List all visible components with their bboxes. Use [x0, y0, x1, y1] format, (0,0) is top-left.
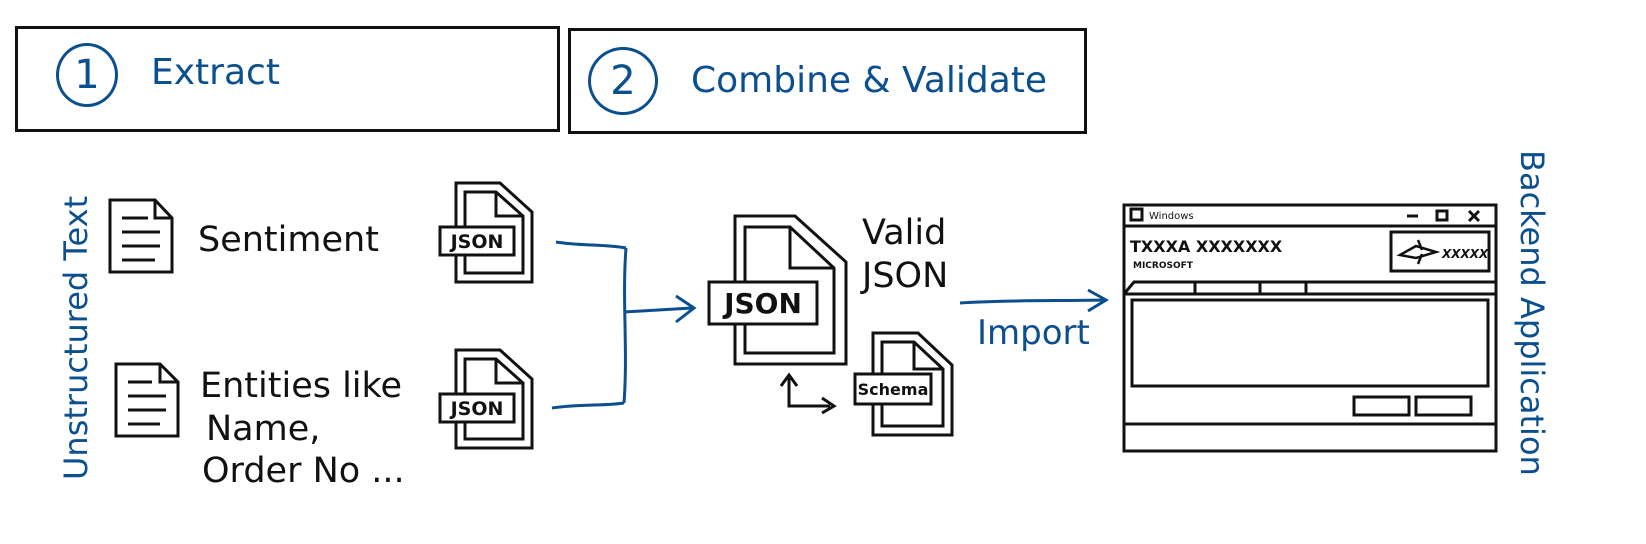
app-window-title: Windows [1149, 211, 1194, 222]
document-icon [114, 362, 180, 438]
app-window-line1: TXXXA XXXXXXX [1130, 237, 1283, 256]
json-file-icon [438, 181, 534, 284]
step-1-number: 1 [56, 43, 118, 107]
json-badge-2: JSON [449, 398, 504, 420]
step-1-number-text: 1 [74, 52, 100, 98]
json-file-icon [438, 348, 534, 450]
step-2-number-text: 2 [610, 58, 636, 104]
step-2-number: 2 [588, 47, 658, 115]
import-label: Import [977, 313, 1090, 353]
valid-json-caption-line1: Valid [862, 213, 947, 253]
sentiment-label: Sentiment [198, 220, 379, 260]
step-1-box: 1 Extract [15, 26, 560, 132]
app-window-line2: MICROSOFT [1133, 261, 1194, 271]
json-badge-combined: JSON [722, 287, 802, 320]
entities-label-line2: Name, [206, 409, 321, 449]
valid-json-caption-line2: JSON [862, 256, 949, 296]
step-2-box: 2 Combine & Validate [568, 28, 1087, 134]
step-1-label: Extract [151, 52, 280, 93]
entities-label-line1: Entities like [200, 366, 403, 406]
app-window [1122, 203, 1498, 453]
document-icon [108, 198, 174, 274]
merge-connector [551, 240, 697, 410]
step-2-label: Combine & Validate [691, 60, 1048, 101]
json-file-icon [707, 214, 848, 366]
schema-connector [779, 372, 837, 415]
schema-badge: Schema [858, 380, 929, 399]
json-badge-1: JSON [449, 231, 504, 253]
app-window-badge: XXXXX [1441, 247, 1489, 261]
import-arrow [959, 288, 1109, 313]
schema-file-icon [853, 331, 954, 437]
plane-icon [1396, 239, 1441, 265]
entities-label-line3: Order No ... [202, 451, 405, 491]
